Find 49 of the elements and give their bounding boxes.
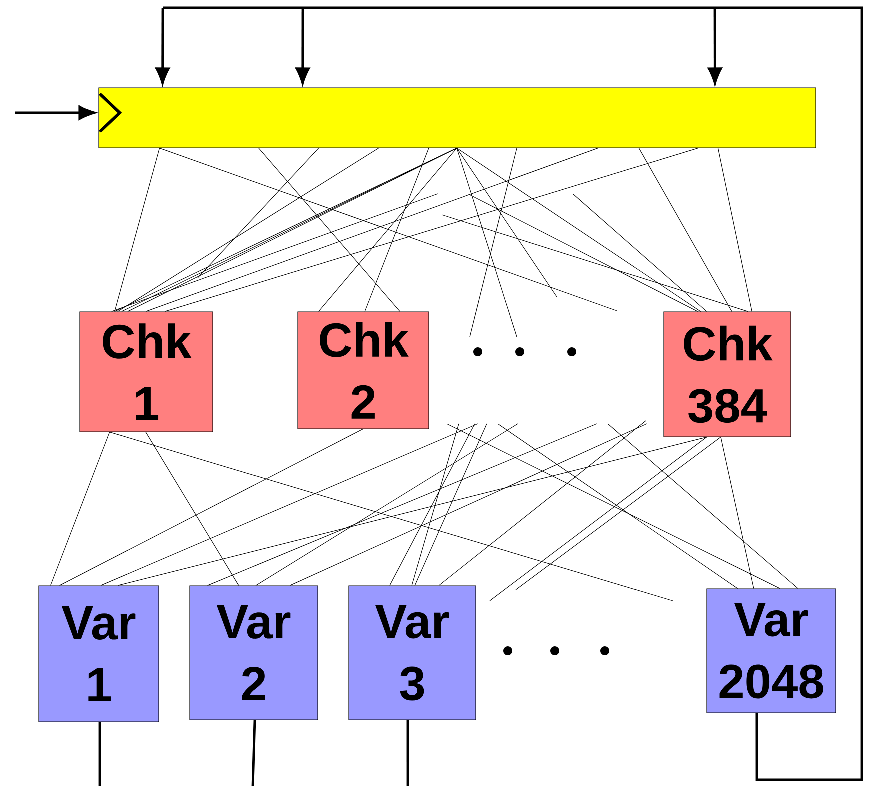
wire	[468, 194, 698, 312]
wire	[442, 214, 748, 312]
wire	[118, 148, 380, 312]
wire	[456, 148, 702, 312]
wire	[318, 148, 458, 312]
wire	[164, 148, 698, 312]
wire	[258, 148, 400, 312]
variable-node-box: Var 1	[38, 586, 160, 722]
wire	[60, 429, 364, 586]
wire	[110, 432, 674, 602]
wire	[256, 424, 518, 586]
wire	[456, 148, 518, 338]
check-node-box: Chk 384	[664, 312, 792, 438]
wire	[100, 424, 478, 586]
arrow	[15, 106, 96, 120]
wire	[364, 148, 430, 312]
wire	[146, 432, 240, 586]
wire	[50, 432, 110, 586]
check-node-box: Chk 2	[298, 312, 430, 430]
wire	[470, 148, 518, 338]
wire	[198, 148, 320, 278]
variable-node-box: Var 3	[348, 586, 476, 720]
wire	[608, 424, 798, 589]
wire	[490, 437, 708, 602]
wire	[412, 424, 460, 586]
wire	[516, 437, 722, 590]
wire	[498, 424, 738, 589]
variable-node-box: Var 2048	[706, 588, 836, 714]
wire	[114, 148, 160, 312]
wire	[112, 194, 438, 312]
wire	[718, 148, 752, 312]
output-line	[98, 722, 102, 786]
wire	[446, 424, 780, 589]
check-node-box: Chk 1	[80, 312, 214, 432]
wire	[438, 420, 646, 586]
wire	[207, 424, 598, 586]
wire	[414, 424, 488, 586]
output-line	[252, 720, 256, 786]
wire	[390, 424, 476, 586]
wire	[118, 437, 708, 586]
variable-node-box: Var 2	[190, 586, 318, 720]
wire	[456, 148, 558, 298]
register-bar	[98, 88, 816, 148]
feedback-line	[163, 6, 864, 782]
wire	[290, 424, 648, 586]
wire	[720, 437, 754, 589]
output-line	[406, 720, 410, 786]
wire	[572, 194, 708, 312]
wire	[638, 148, 732, 312]
